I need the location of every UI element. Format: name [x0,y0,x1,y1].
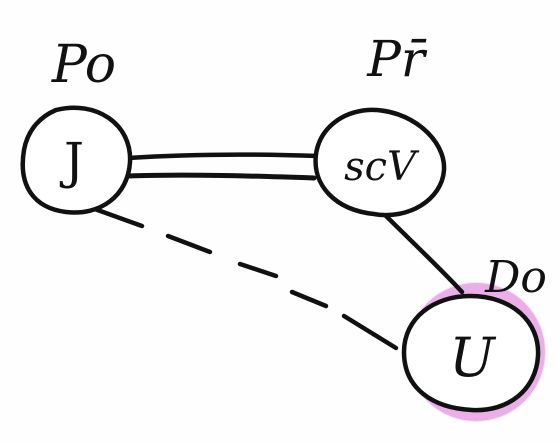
node-label-j: J [59,132,84,190]
node-annotation-j: Po [51,35,116,95]
node-j: J Po [20,35,133,215]
edge-j-u-dashed [89,205,399,351]
node-scv: scV Pr̄ [313,30,447,218]
node-annotation-u: Do [484,252,547,303]
node-u: U Do [401,252,547,413]
edge-j-scv-double [123,152,321,181]
edge-scv-u-solid [379,209,465,295]
node-annotation-scv: Pr̄ [366,30,428,88]
node-label-scv: scV [344,144,420,190]
node-label-u: U [449,326,496,389]
